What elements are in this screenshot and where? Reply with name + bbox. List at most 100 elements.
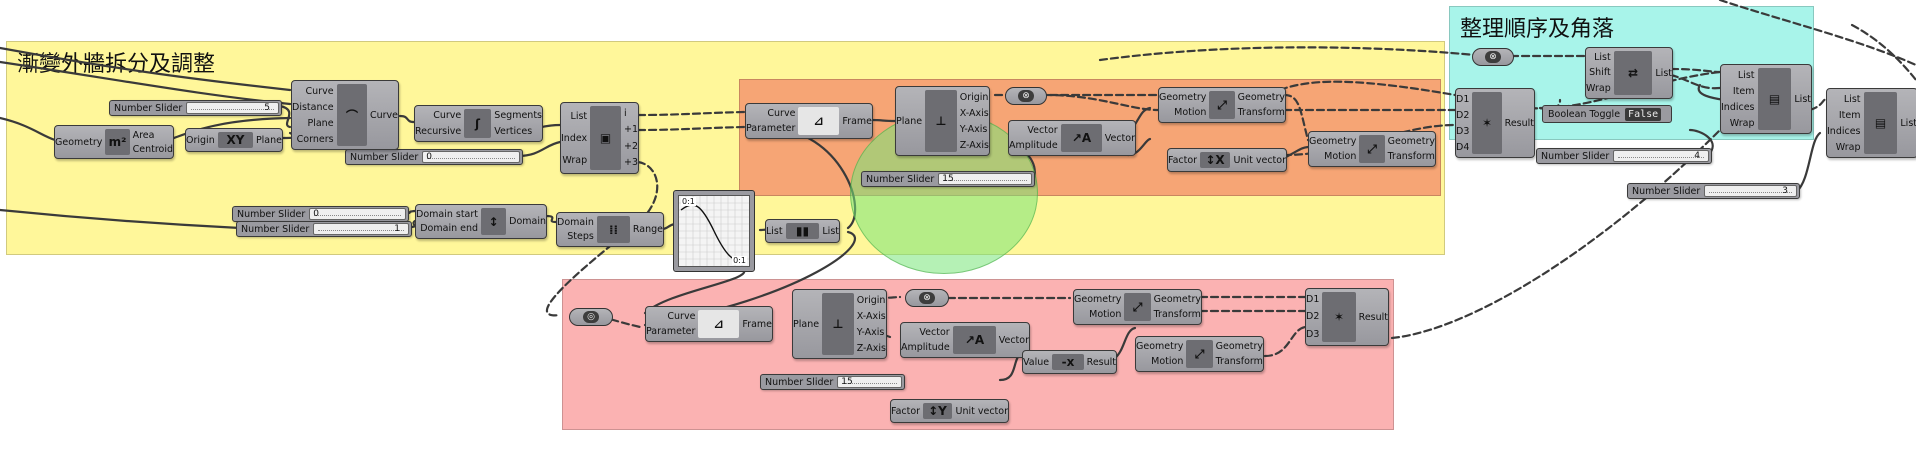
input-port[interactable]: Geometry (1074, 294, 1122, 305)
input-port[interactable]: Motion (1151, 356, 1184, 367)
input-port[interactable]: Curve (305, 85, 334, 97)
output-port[interactable]: Plane (255, 134, 282, 146)
number-slider[interactable]: Number Slider 5 (109, 100, 282, 116)
number-slider[interactable]: Number Slider 0 (345, 149, 523, 165)
input-port[interactable]: Curve (433, 110, 462, 122)
number-slider[interactable]: Number Slider 15 (861, 171, 1035, 187)
input-port[interactable]: Plane (307, 117, 334, 129)
number-slider[interactable]: Number Slider 0 (232, 206, 409, 222)
output-port[interactable]: Transform (1153, 309, 1201, 320)
output-port[interactable]: Vertices (494, 125, 533, 137)
input-port[interactable]: Amplitude (901, 342, 950, 353)
input-port[interactable]: Geometry (1309, 136, 1357, 147)
input-port[interactable]: List (570, 110, 588, 122)
input-port[interactable]: List (766, 225, 783, 237)
output-port[interactable]: +2 (623, 140, 638, 152)
input-port[interactable]: Wrap (1586, 82, 1611, 94)
output-port[interactable]: Y-Axis (856, 326, 885, 338)
cull-pattern-node[interactable]: ⊗ (1005, 87, 1047, 105)
input-port[interactable]: Domain start (416, 208, 479, 220)
input-port[interactable]: Motion (1174, 107, 1207, 118)
relay-node[interactable]: ◎ (569, 308, 613, 326)
input-port[interactable]: Wrap (1835, 141, 1861, 153)
output-port[interactable]: Result (1086, 356, 1116, 368)
input-port[interactable]: Plane (896, 115, 923, 127)
input-port[interactable]: Domain end (420, 223, 479, 235)
input-port[interactable]: Amplitude (1009, 140, 1058, 151)
output-port[interactable]: List (1794, 93, 1811, 105)
output-port[interactable]: Centroid (132, 143, 173, 155)
output-port[interactable]: Domain (509, 216, 546, 227)
input-port[interactable]: Geometry (1136, 341, 1184, 352)
output-port[interactable]: Result (1358, 311, 1388, 323)
graph-mapper[interactable]: 0:1 0:1 (673, 190, 755, 272)
output-port[interactable]: X-Axis (959, 107, 989, 119)
output-port[interactable]: List (1900, 117, 1916, 129)
input-port[interactable]: D1 (1306, 294, 1320, 306)
output-port[interactable]: Unit vector (1233, 154, 1287, 166)
output-port[interactable]: Geometry (1237, 92, 1285, 103)
input-port[interactable]: Geometry (55, 136, 103, 148)
input-port[interactable]: Vector (1027, 125, 1058, 136)
output-port[interactable]: +3 (623, 157, 638, 169)
output-port[interactable]: List (822, 225, 839, 237)
input-port[interactable]: Curve (667, 311, 696, 322)
input-port[interactable]: Distance (292, 101, 334, 113)
cull-pattern-node[interactable]: ⊗ (1472, 48, 1514, 66)
output-port[interactable]: +1 (623, 124, 638, 136)
input-port[interactable]: D2 (1306, 311, 1320, 323)
output-port[interactable]: Origin (856, 294, 886, 306)
output-port[interactable]: Z-Axis (856, 342, 886, 354)
input-port[interactable]: Factor (891, 405, 921, 417)
output-port[interactable]: Curve (369, 109, 398, 121)
input-port[interactable]: D4 (1456, 141, 1470, 153)
output-port[interactable]: Y-Axis (959, 123, 988, 135)
input-port[interactable]: Shift (1589, 67, 1611, 79)
boolean-toggle[interactable]: Boolean Toggle False (1542, 105, 1672, 123)
input-port[interactable]: D3 (1306, 328, 1320, 340)
input-port[interactable]: Origin (186, 134, 215, 146)
input-port[interactable]: Item (1732, 85, 1755, 97)
cull-pattern-node[interactable]: ⊗ (905, 289, 949, 307)
output-port[interactable]: Area (132, 129, 155, 141)
number-slider[interactable]: Number Slider 1 (236, 221, 412, 237)
input-port[interactable]: Domain (557, 216, 594, 228)
input-port[interactable]: Corners (296, 133, 334, 145)
output-port[interactable]: Geometry (1387, 136, 1435, 147)
output-port[interactable]: Geometry (1153, 294, 1201, 305)
output-port[interactable]: i (623, 107, 627, 119)
output-port[interactable]: Segments (494, 110, 542, 122)
input-port[interactable]: Vector (919, 327, 950, 338)
output-port[interactable]: Transform (1215, 356, 1263, 367)
input-port[interactable]: Wrap (562, 154, 588, 166)
input-port[interactable]: Geometry (1159, 92, 1207, 103)
input-port[interactable]: List (1594, 52, 1611, 64)
input-port[interactable]: Index (561, 132, 588, 144)
input-port[interactable]: Value (1023, 356, 1050, 368)
output-port[interactable]: X-Axis (856, 310, 886, 322)
input-port[interactable]: List (1843, 93, 1861, 105)
output-port[interactable]: List (1655, 67, 1672, 79)
output-port[interactable]: Unit vector (955, 405, 1009, 417)
input-port[interactable]: Steps (567, 231, 594, 243)
input-port[interactable]: D2 (1456, 109, 1470, 121)
output-port[interactable]: Vector (1104, 132, 1135, 144)
number-slider[interactable]: Number Slider 15 (760, 374, 905, 390)
